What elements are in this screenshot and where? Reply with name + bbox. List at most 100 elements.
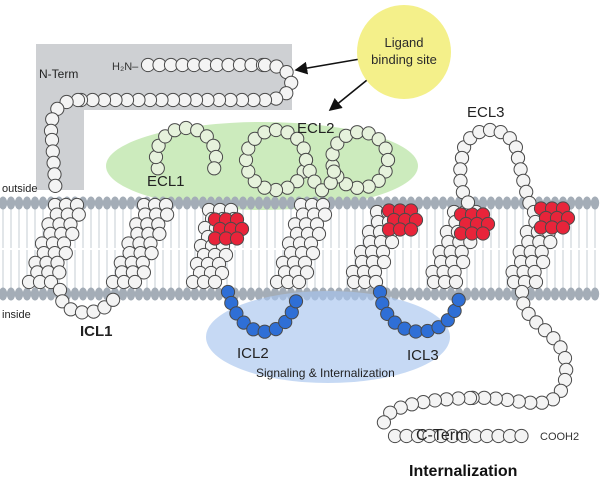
lipid-head-outer [486, 196, 496, 210]
inside-label: inside [2, 309, 31, 321]
icl2-residue [246, 322, 261, 337]
lipid-head-outer [0, 196, 8, 210]
internalization-label: Internalization [409, 463, 517, 480]
lipid-head-outer [182, 196, 192, 210]
lipid-head-outer [6, 196, 16, 210]
lipid-head-outer [174, 196, 184, 210]
lipid-head-outer [262, 196, 272, 210]
lipid-head-outer [502, 196, 512, 210]
lipid-head-outer [270, 196, 280, 210]
icl2-residue [268, 322, 283, 337]
ligand-label-line2: binding site [371, 52, 437, 67]
tm1-residue [43, 274, 59, 290]
ecl2-residue [268, 182, 284, 198]
icl1-label: ICL1 [80, 323, 113, 340]
lipid-head-outer [86, 196, 96, 210]
tm3-residue [207, 274, 223, 290]
lipid-head-outer [422, 196, 432, 210]
lipid-head-inner [486, 287, 496, 301]
lipid-head-outer [590, 196, 600, 210]
signaling-label: Signaling & Internalization [256, 366, 395, 380]
binding-residue [475, 226, 491, 241]
lipid-head-outer [22, 196, 32, 210]
lipid-head-inner [582, 287, 592, 301]
icl3-residue [408, 324, 423, 339]
lipid-head-inner [246, 287, 256, 301]
lipid-head-inner [534, 287, 544, 301]
tm5-residue [376, 254, 392, 270]
lipid-head-inner [494, 287, 504, 301]
c-term-residue [376, 415, 391, 430]
residue-chain [21, 57, 576, 444]
lipid-head-inner [78, 287, 88, 301]
lipid-head-outer [238, 196, 248, 210]
icl3-label: ICL3 [407, 347, 439, 364]
ecl2-residue [238, 152, 254, 168]
lipid-head-outer [582, 196, 592, 210]
lipid-head-outer [110, 196, 120, 210]
ecl1-residue [207, 161, 222, 176]
tm4-residue [299, 265, 315, 280]
icl2-residue [229, 306, 244, 321]
tm4-residue [305, 246, 321, 261]
arrow-to-ecl2 [328, 75, 373, 112]
ecl1-label: ECL1 [147, 173, 185, 190]
lipid-head-inner [182, 287, 192, 301]
lipid-head-inner [158, 287, 168, 301]
lipid-head-inner [86, 287, 96, 301]
lipid-head-outer [286, 196, 296, 210]
lipid-head-outer [438, 196, 448, 210]
tm2-residue [136, 265, 151, 280]
tm4-residue [291, 274, 307, 290]
ecl3-label: ECL3 [467, 104, 505, 121]
n-term-residue [48, 178, 63, 193]
lipid-head-outer [510, 196, 520, 210]
tm1-residue [71, 207, 86, 222]
ecl2-label: ECL2 [297, 120, 335, 137]
arrow-to-n-term [294, 58, 361, 75]
binding-residue [403, 222, 419, 237]
lipid-head-inner [190, 287, 200, 301]
lipid-head-inner [398, 287, 408, 301]
c-term-residue [451, 391, 466, 406]
icl2-residue [278, 314, 293, 330]
lipid-head-outer [14, 196, 24, 210]
tm7-residue [528, 274, 544, 290]
lipid-head-inner [254, 287, 264, 301]
ecl2-residue [280, 125, 295, 140]
lipid-head-inner [38, 287, 48, 301]
tm1-residue [52, 265, 67, 280]
ligand-binding-site-badge [357, 5, 451, 99]
lipid-head-inner [502, 287, 512, 301]
lipid-head-inner [414, 287, 424, 301]
lipid-head-inner [70, 287, 80, 301]
lipid-head-inner [470, 287, 480, 301]
lipid-head-inner [406, 287, 416, 301]
lipid-head-outer [38, 196, 48, 210]
icl1-residue [106, 292, 121, 307]
ecl2-residue [247, 131, 262, 146]
ligand-label-line1: Ligand [384, 35, 423, 50]
lipid-head-inner [174, 287, 184, 301]
icl3-residue [451, 292, 466, 307]
cooh-label: COOH2 [540, 431, 579, 443]
lipid-head-inner [542, 287, 552, 301]
lipid-head-inner [566, 287, 576, 301]
lipid-head-outer [278, 196, 288, 210]
icl2-label: ICL2 [237, 345, 269, 362]
lipid-head-inner [126, 287, 136, 301]
ecl2-residue [380, 152, 396, 168]
lipid-head-inner [478, 287, 488, 301]
lipid-head-inner [30, 287, 40, 301]
tm7-residue [536, 254, 551, 270]
lipid-head-inner [590, 287, 600, 301]
tm6-residue [448, 274, 464, 290]
tm4-residue [311, 226, 327, 241]
ecl2-residue [378, 141, 393, 156]
c-term-residue [416, 395, 431, 410]
lipid-head-inner [558, 287, 568, 301]
lipid-head-outer [102, 196, 112, 210]
tm2-residue [144, 246, 159, 261]
binding-residue [555, 220, 571, 235]
